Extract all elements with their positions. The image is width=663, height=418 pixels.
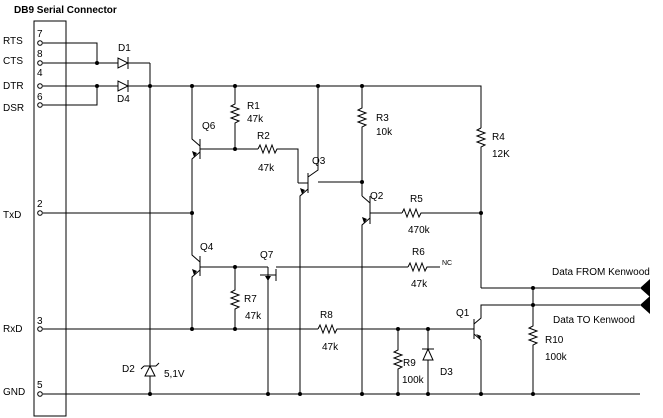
resistor-r9: R9 100k [392,329,425,394]
q2-label: Q2 [370,191,384,202]
resistor-r1: R1 47k [229,86,264,149]
d2-label: D2 [122,364,135,375]
r3-value: 10k [376,127,393,138]
pin-terminal-cts [37,60,43,66]
r1-value: 47k [247,114,264,125]
pin-label-rts: RTS [3,36,23,47]
pin-label-dsr: DSR [3,103,24,114]
r6-label: R6 [412,247,425,258]
pin-number-rxd: 3 [37,316,43,327]
resistor-r4: R4 12K [475,127,510,288]
rts-cts-link [43,42,118,65]
r8-value: 47k [322,342,339,353]
pin-label-cts: CTS [3,56,23,67]
d3-label: D3 [440,367,453,378]
connector-pin-txd: TxD 2 [3,199,43,221]
pin-label-dtr: DTR [3,81,24,92]
r3-label: R3 [376,113,389,124]
pin-terminal-rxd [37,326,43,332]
data-from-line: Data FROM Kenwood [481,267,650,297]
r1-label: R1 [247,101,260,112]
db9-connector-body [33,20,67,417]
pin-number-cts: 8 [37,49,43,60]
pin-label-rxd: RxD [3,324,22,335]
pin-number-txd: 2 [37,199,43,210]
resistor-r7: R7 47k [229,267,262,329]
transistor-q7: Q7 [260,250,408,394]
pin-terminal-dtr [37,83,43,89]
diode-d3: D3 [422,329,453,394]
d4-label: D4 [117,94,130,105]
diode-d4: D4 [117,80,482,128]
r7-value: 47k [245,311,262,322]
r4-label: R4 [492,132,505,143]
transistor-q6: Q6 [191,86,258,213]
r10-value: 100k [545,352,568,363]
resistor-r8: R8 47k [317,310,474,353]
r4-value: 12K [492,149,510,160]
q7-label: Q7 [260,250,274,261]
r5-value: 470k [408,225,431,236]
r6-value: 47k [411,279,428,290]
transistor-q4: Q4 [191,213,268,329]
transistor-q2: Q2 [361,191,402,394]
r9-label: R9 [403,358,416,369]
pin-terminal-dsr [37,102,43,108]
connector-pin-rxd: RxD 3 [3,316,43,335]
q6-label: Q6 [202,121,216,132]
q1-label: Q1 [456,308,470,319]
pin-terminal-rts [37,40,43,46]
data-from-arrow [640,279,650,297]
pin-number-dsr: 6 [37,92,43,103]
connector-pin-gnd: GND 5 [3,380,43,398]
r2-value: 47k [258,163,275,174]
pin-number-dtr: 4 [37,68,43,79]
diode-d1: D1 [117,43,150,69]
d2-value: 5,1V [164,369,185,380]
r2-label: R2 [257,131,270,142]
r10-label: R10 [545,335,564,346]
data-from-label: Data FROM Kenwood [552,267,650,278]
pin-terminal-txd [37,210,43,216]
connector-pin-cts: CTS 8 [3,49,43,67]
connector-pin-rts: RTS 7 [3,29,43,47]
diagram-title: DB9 Serial Connector [14,5,117,16]
pin-number-rts: 7 [37,29,43,40]
pin-terminal-gnd [37,391,43,397]
pin-number-gnd: 5 [37,380,43,391]
r9-value: 100k [402,375,425,386]
resistor-r2: R2 47k [257,131,299,183]
transistor-q3: Q3 [298,86,326,394]
pin-label-gnd: GND [3,387,25,398]
dtr-dsr-link [43,84,118,106]
resistor-r3: R3 10k [356,86,393,196]
data-to-label: Data TO Kenwood [553,315,635,326]
q4-label: Q4 [200,242,214,253]
connector-pin-dsr: DSR 6 [3,92,43,114]
r5-label: R5 [410,194,423,205]
resistor-r10: R10 100k [527,288,568,394]
zener-diode-d2: D2 5,1V [122,362,185,394]
r7-label: R7 [244,294,257,305]
data-to-arrow [640,296,650,314]
pin-label-txd: TxD [3,210,21,221]
connector-pin-dtr: DTR 4 [3,68,43,92]
r8-label: R8 [320,310,333,321]
resistor-r6: R6 47k NC [407,247,452,290]
transistor-q1: Q1 [456,304,533,394]
d1-label: D1 [118,43,131,54]
q3-label: Q3 [312,156,326,167]
resistor-r5: R5 470k [401,194,481,236]
data-to-line: Data TO Kenwood [533,296,650,326]
r6-nc-note: NC [442,260,452,267]
